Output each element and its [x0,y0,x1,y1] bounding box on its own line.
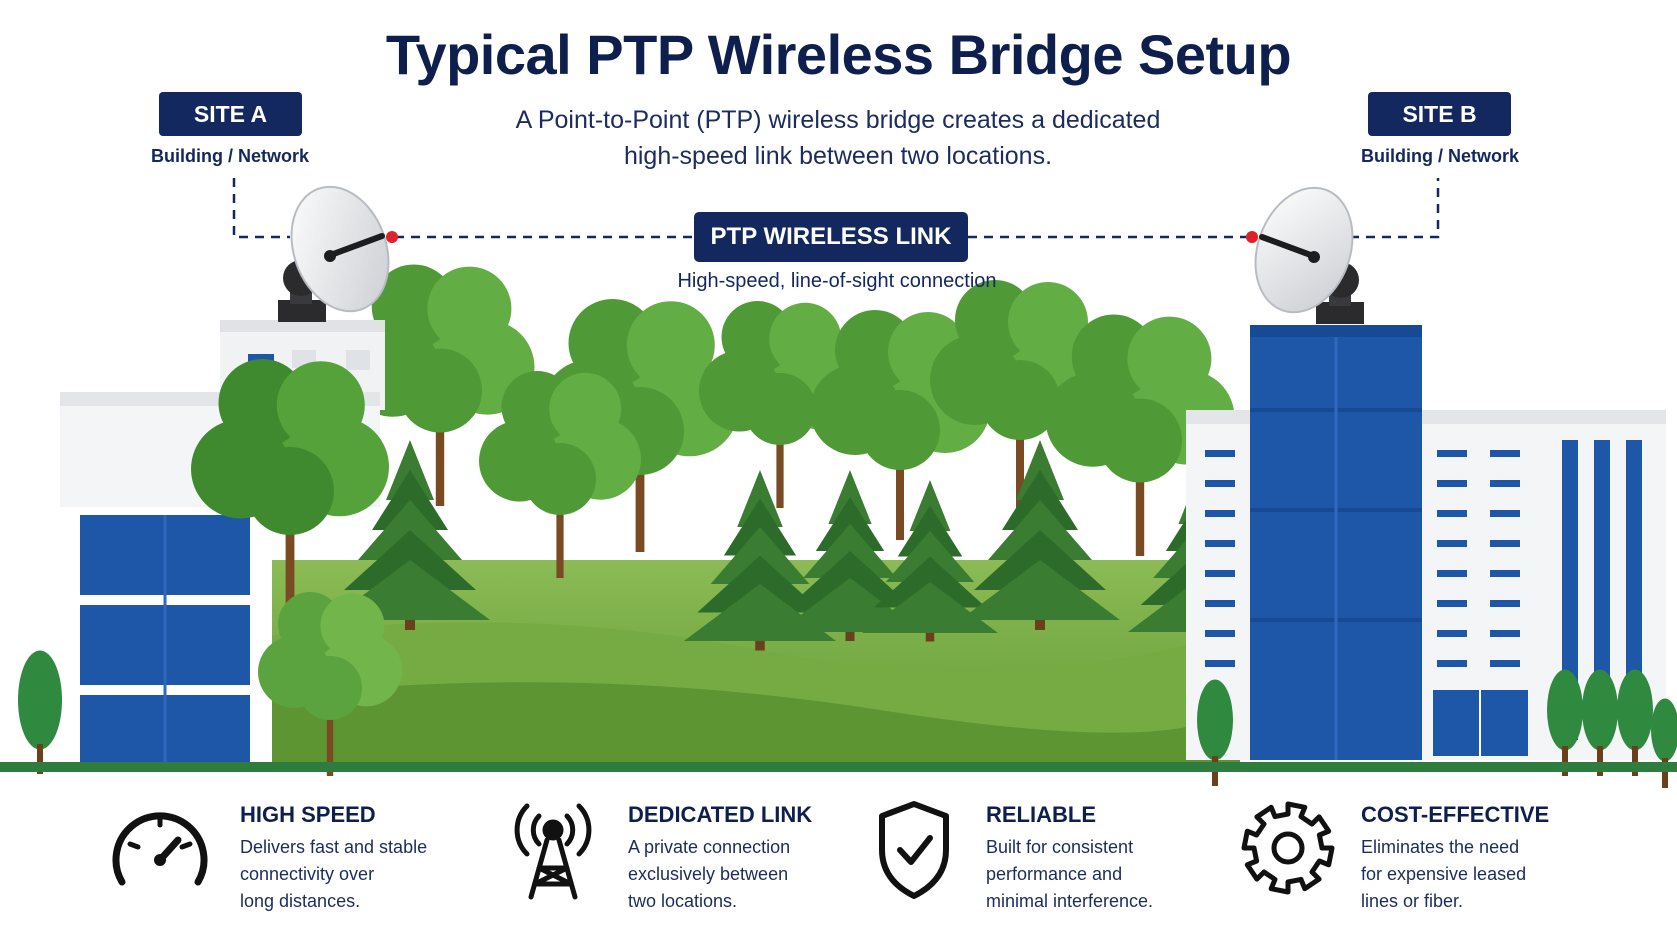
feature-line: for expensive leased [1361,864,1527,884]
feature-title: DEDICATED LINK [628,802,813,827]
feature-title: HIGH SPEED [240,802,376,827]
link-line [232,178,1440,239]
feature-line: Built for consistent [986,837,1134,857]
site-a-caption: Building / Network [150,146,309,166]
gear-icon [1241,801,1335,895]
feature-description: Eliminates the need for expensive leased… [1361,834,1571,915]
link-dot-b [1246,231,1258,243]
feature-high-speed: HIGH SPEED Delivers fast and stable conn… [240,802,450,915]
feature-reliable: RELIABLE Built for consistent performanc… [986,802,1196,915]
feature-cost-effective: COST-EFFECTIVE Eliminates the need for e… [1361,802,1571,915]
feature-title: RELIABLE [986,802,1096,827]
feature-title: COST-EFFECTIVE [1361,802,1550,827]
feature-line: connectivity over [240,864,375,884]
feature-line: two locations. [628,891,738,911]
link-dot-a [386,231,398,243]
site-b-caption: Building / Network [1360,146,1519,166]
site-a-badge: SITE A [159,92,302,136]
speedometer-icon [112,812,208,886]
feature-description: Delivers fast and stable connectivity ov… [240,834,450,915]
foreground-trees [18,359,1677,788]
subtitle: A Point-to-Point (PTP) wireless bridge c… [438,102,1238,174]
dish-b [1254,186,1364,324]
feature-line: Eliminates the need [1361,837,1520,857]
site-b-badge: SITE B [1368,92,1511,136]
shield-check-icon [879,801,949,899]
feature-line: A private connection [628,837,791,857]
feature-line: exclusively between [628,864,789,884]
feature-line: Delivers fast and stable [240,837,428,857]
link-caption: High-speed, line-of-sight connection [677,270,997,292]
feature-line: minimal interference. [986,891,1154,911]
page-title: Typical PTP Wireless Bridge Setup [385,23,1292,86]
subtitle-line-1: A Point-to-Point (PTP) wireless bridge c… [515,106,1161,134]
feature-description: A private connection exclusively between… [628,834,838,915]
feature-description: Built for consistent performance and min… [986,834,1196,915]
dish-a [278,185,390,322]
feature-line: long distances. [240,891,361,911]
feature-line: performance and [986,864,1123,884]
feature-line: lines or fiber. [1361,891,1464,911]
radio-tower-icon [514,803,592,900]
site-b-building [1186,325,1666,760]
feature-dedicated-link: DEDICATED LINK A private connection excl… [628,802,838,915]
link-badge: PTP WIRELESS LINK [694,212,968,262]
subtitle-line-2: high-speed link between two locations. [623,142,1053,170]
ground-strip [0,762,1677,772]
